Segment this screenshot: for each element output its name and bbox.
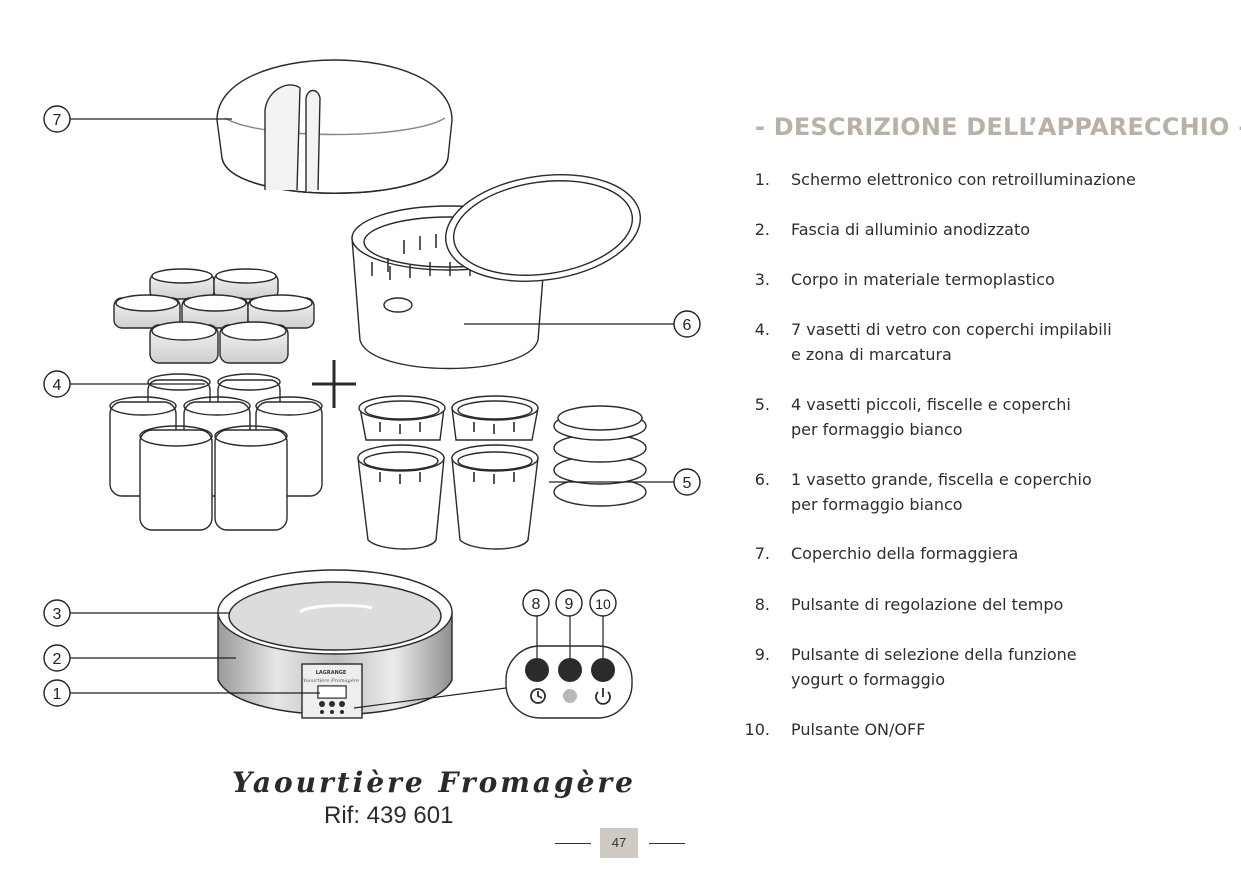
item-line: per formaggio bianco [791,417,1071,442]
item-line: yogurt o formaggio [791,667,1077,692]
item-number: 1. [740,167,770,192]
item-line: 7 vasetti di vetro con coperchi impilabi… [791,317,1112,342]
callout-8: 8 [532,596,541,613]
callout-7: 7 [53,112,62,129]
small-cheese-jars [358,396,646,549]
callout-3: 3 [53,606,62,623]
control-panel [506,646,632,718]
time-button [525,658,549,682]
item-line: 1 vasetto grande, fiscella e coperchio [791,467,1092,492]
item-line: per formaggio bianco [791,492,1092,517]
callout-6: 6 [683,317,692,334]
device-brand: LAGRANGE [316,670,347,676]
item-number: 6. [740,467,770,492]
mode-button [558,658,582,682]
item-line: Coperchio della formaggiera [791,541,1018,566]
callout-1: 1 [53,686,62,703]
item-number: 9. [740,642,770,667]
callout-5: 5 [683,475,692,492]
device-model: Yaourtière Fromagère [303,677,359,684]
item-text: 4 vasetti piccoli, fiscelle e coperchi p… [791,392,1071,442]
mode-icon [563,689,577,703]
item-text: Coperchio della formaggiera [791,541,1018,566]
power-button [591,658,615,682]
item-text: Pulsante di selezione della funzione yog… [791,642,1077,692]
item-line: Corpo in materiale termoplastico [791,267,1055,292]
page-number: 47 [600,828,638,858]
callout-9: 9 [565,596,574,613]
item-line: Pulsante di selezione della funzione [791,642,1077,667]
item-number: 7. [740,541,770,566]
large-cheese-jar [352,163,647,369]
callout-4: 4 [53,377,62,394]
cheese-maker-cover [217,60,452,193]
product-illustration: LAGRANGE Yaourtière Fromagère 7 4 6 [0,0,720,886]
item-number: 4. [740,317,770,342]
item-line: Pulsante ON/OFF [791,717,925,742]
item-number: 2. [740,217,770,242]
item-text: 7 vasetti di vetro con coperchi impilabi… [791,317,1112,367]
item-line: Schermo elettronico con retroilluminazio… [791,167,1136,192]
section-heading: - DESCRIZIONE DELL’APPARECCHIO - [755,113,1241,141]
callout-10: 10 [595,596,611,612]
item-text: Pulsante ON/OFF [791,717,925,742]
item-line: Pulsante di regolazione del tempo [791,592,1063,617]
item-text: Fascia di alluminio anodizzato [791,217,1030,242]
item-line: Fascia di alluminio anodizzato [791,217,1030,242]
display-screen [318,686,346,698]
item-number: 5. [740,392,770,417]
item-text: Pulsante di regolazione del tempo [791,592,1063,617]
callout-2: 2 [53,651,62,668]
plus-icon [312,360,356,408]
item-text: Corpo in materiale termoplastico [791,267,1055,292]
item-number: 10. [740,717,770,742]
glass-jars [110,269,322,530]
product-name: Yaourtière Fromagère [232,766,636,799]
page-footer: 47 [553,828,687,858]
footer-rule-right [649,843,685,844]
item-line: e zona di marcatura [791,342,1112,367]
product-reference: Rif: 439 601 [324,802,453,830]
footer-rule-left [555,843,591,844]
item-number: 8. [740,592,770,617]
item-line: 4 vasetti piccoli, fiscelle e coperchi [791,392,1071,417]
item-text: 1 vasetto grande, fiscella e coperchio p… [791,467,1092,517]
item-text: Schermo elettronico con retroilluminazio… [791,167,1136,192]
item-number: 3. [740,267,770,292]
